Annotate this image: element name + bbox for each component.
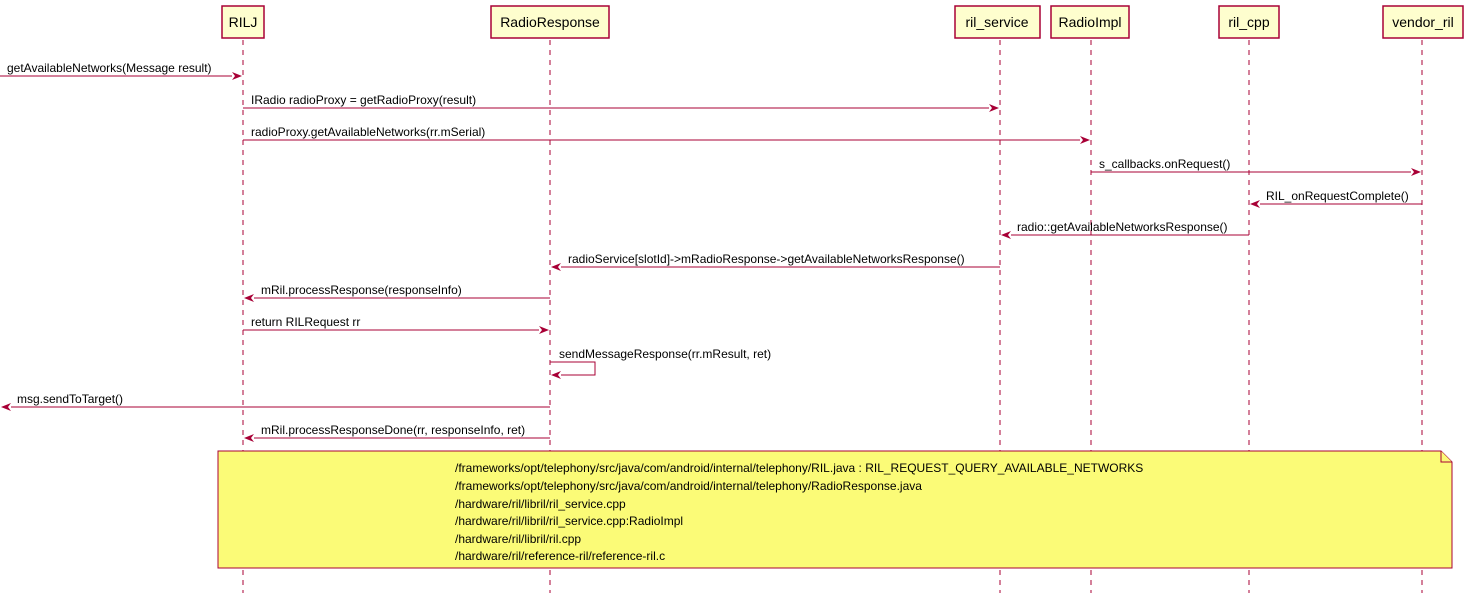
message-radio-service-response: radioService[slotId]->mRadioResponse->ge…	[551, 252, 1000, 271]
message-label: radioProxy.getAvailableNetworks(rr.mSeri…	[251, 125, 485, 139]
note-line: /hardware/ril/libril/ril_service.cpp:Rad…	[455, 514, 683, 528]
message-on-request: s_callbacks.onRequest()	[1091, 157, 1421, 176]
message-label: sendMessageResponse(rr.mResult, ret)	[559, 347, 771, 361]
message-process-response: mRil.processResponse(responseInfo)	[244, 283, 550, 302]
messages: getAvailableNetworks(Message result) IRa…	[0, 61, 1422, 442]
message-networks-response-radio: radio::getAvailableNetworksResponse()	[1001, 220, 1249, 239]
participant-vendor-ril: vendor_ril	[1382, 5, 1464, 39]
message-get-radio-proxy: IRadio radioProxy = getRadioProxy(result…	[243, 93, 999, 112]
arrow-right-icon	[539, 326, 549, 334]
message-label: mRil.processResponseDone(rr, responseInf…	[261, 423, 525, 437]
source-files-note: /frameworks/opt/telephony/src/java/com/a…	[217, 450, 1453, 569]
message-label: RIL_onRequestComplete()	[1266, 189, 1409, 203]
message-radio-proxy-get-networks: radioProxy.getAvailableNetworks(rr.mSeri…	[243, 125, 1090, 144]
message-on-request-complete: RIL_onRequestComplete()	[1250, 189, 1422, 208]
participant-ril-cpp: ril_cpp	[1218, 5, 1280, 39]
arrow-left-icon	[1, 403, 11, 411]
message-label: IRadio radioProxy = getRadioProxy(result…	[251, 93, 476, 107]
arrow-left-icon	[551, 371, 561, 379]
arrow-right-icon	[1080, 136, 1090, 144]
participant-label: ril_service	[965, 14, 1028, 30]
message-label: radio::getAvailableNetworksResponse()	[1017, 220, 1228, 234]
participant-radioresponse: RadioResponse	[490, 5, 610, 39]
message-return-ril-request: return RILRequest rr	[243, 315, 549, 334]
arrow-left-icon	[551, 263, 561, 271]
participant-label: vendor_ril	[1392, 14, 1453, 30]
message-label: msg.sendToTarget()	[17, 392, 123, 406]
message-send-to-target: msg.sendToTarget()	[1, 392, 550, 411]
participant-ril-service: ril_service	[954, 5, 1041, 39]
participant-label: RadioResponse	[500, 14, 600, 30]
participant-rilj: RILJ	[221, 5, 265, 39]
participant-label: RadioImpl	[1058, 14, 1121, 30]
participants: RILJ RadioResponse ril_service RadioImpl…	[221, 5, 1464, 39]
message-label: radioService[slotId]->mRadioResponse->ge…	[568, 252, 965, 266]
note-line: /hardware/ril/libril/ril.cpp	[455, 532, 581, 546]
arrow-right-icon	[232, 72, 242, 80]
message-label: mRil.processResponse(responseInfo)	[261, 283, 462, 297]
arrow-left-icon	[1250, 200, 1260, 208]
note-line: /hardware/ril/libril/ril_service.cpp	[455, 497, 626, 511]
message-label: s_callbacks.onRequest()	[1099, 157, 1230, 171]
arrow-right-icon	[1411, 168, 1421, 176]
note-line: /hardware/ril/reference-ril/reference-ri…	[455, 549, 665, 563]
arrow-left-icon	[244, 294, 254, 302]
participant-radioimpl: RadioImpl	[1050, 5, 1130, 39]
note-line: /frameworks/opt/telephony/src/java/com/a…	[455, 479, 922, 493]
message-process-response-done: mRil.processResponseDone(rr, responseInf…	[244, 423, 550, 442]
arrow-right-icon	[989, 104, 999, 112]
note-line: /frameworks/opt/telephony/src/java/com/a…	[455, 461, 1143, 475]
message-send-message-response: sendMessageResponse(rr.mResult, ret)	[550, 347, 771, 379]
arrow-left-icon	[1001, 231, 1011, 239]
participant-label: ril_cpp	[1228, 14, 1269, 30]
arrow-left-icon	[244, 434, 254, 442]
participant-label: RILJ	[229, 14, 258, 30]
message-label: return RILRequest rr	[251, 315, 360, 329]
message-label: getAvailableNetworks(Message result)	[7, 61, 212, 75]
message-get-available-networks: getAvailableNetworks(Message result)	[0, 61, 242, 80]
